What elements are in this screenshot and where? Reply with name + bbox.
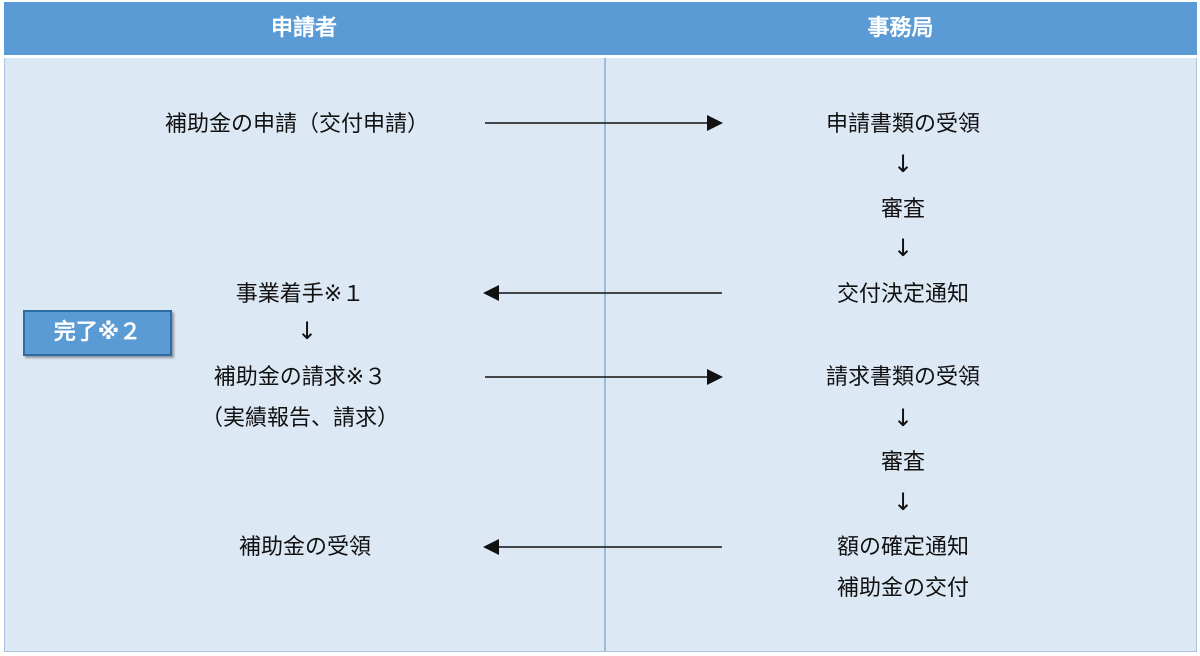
step-confirm: 額の確定通知 [836,535,970,560]
down-arrow-icon: ↓ [892,234,914,262]
down-arrow-icon: ↓ [892,488,914,516]
arrow-right-icon [485,369,723,385]
header-office: 事務局 [867,16,934,41]
header-applicant: 申請者 [270,16,337,41]
step-receive-claim: 請求書類の受領 [825,365,981,390]
column-divider [604,58,606,652]
step-review-2: 審査 [880,450,926,475]
arrow-left-icon [483,539,722,555]
diagram-panel [4,2,1197,652]
completion-badge: 完了※２ [23,310,172,356]
header-bar: 申請者 事務局 [4,2,1197,58]
step-claim: 補助金の請求※３ [213,365,387,390]
arrow-right-icon [485,115,723,131]
step-start: 事業着手※１ [235,282,365,307]
down-arrow-icon: ↓ [892,150,914,178]
step-grant: 補助金の交付 [836,576,970,601]
down-arrow-icon: ↓ [296,317,318,345]
step-review: 審査 [880,197,926,222]
down-arrow-icon: ↓ [892,404,914,432]
step-decision: 交付決定通知 [836,282,970,307]
step-application: 補助金の申請（交付申請） [164,112,430,137]
arrow-left-icon [483,285,722,301]
step-receive-docs: 申請書類の受領 [825,112,981,137]
step-claim-detail: （実績報告、請求） [200,406,400,431]
step-receipt: 補助金の受領 [238,535,372,560]
